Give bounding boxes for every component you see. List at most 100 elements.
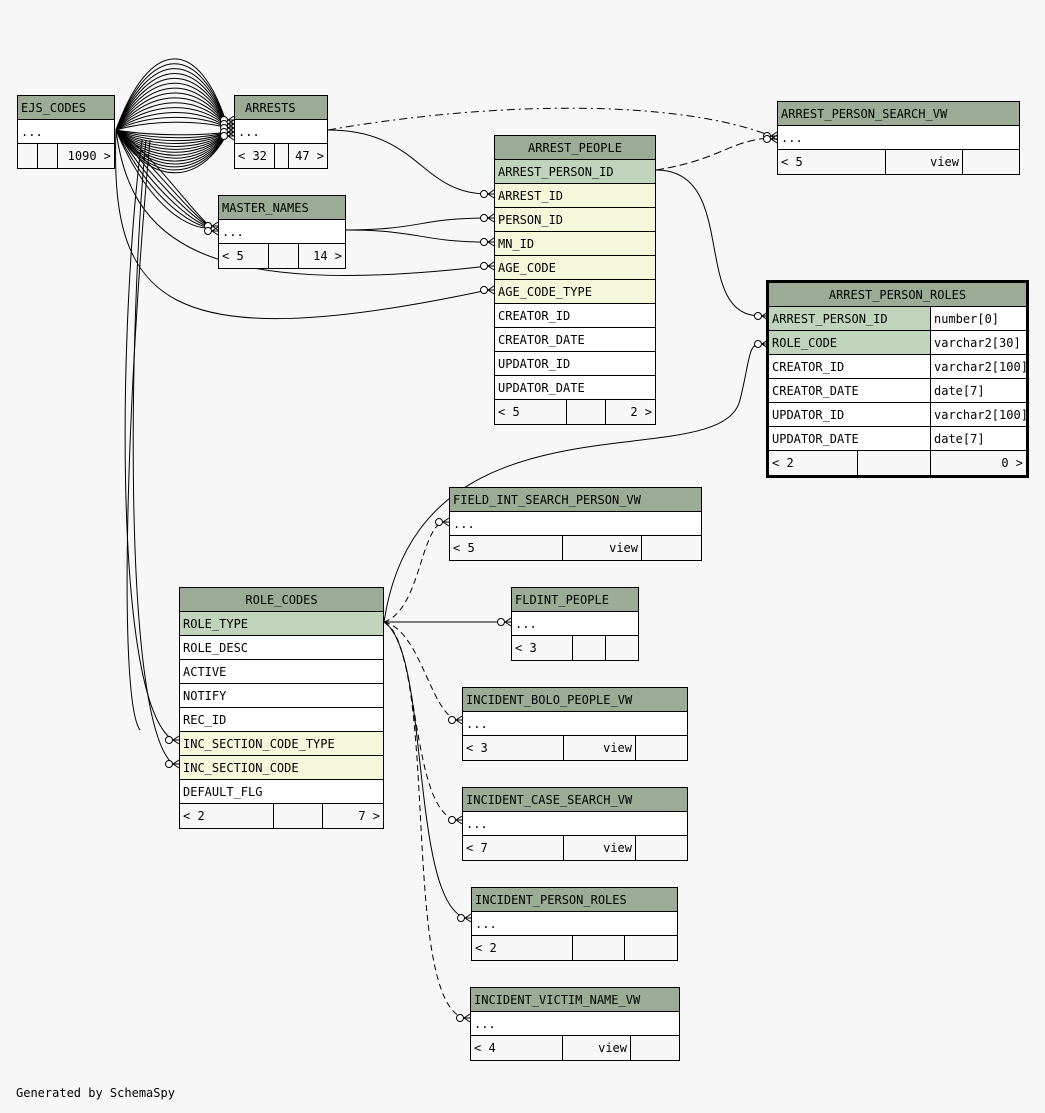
- footer-children[interactable]: 47 >: [295, 149, 324, 163]
- column-row[interactable]: ROLE_CODE varchar2[30]: [769, 331, 1026, 355]
- table-ellipsis: ...: [512, 612, 638, 636]
- column-row[interactable]: ROLE_DESC: [180, 636, 383, 660]
- column-row[interactable]: AGE_CODE: [495, 256, 655, 280]
- relationship-line: [115, 129, 213, 229]
- footer-parents[interactable]: [18, 144, 38, 168]
- relationship-line: [115, 129, 213, 229]
- column-row[interactable]: INC_SECTION_CODE: [180, 756, 383, 780]
- table-header[interactable]: FLDINT_PEOPLE: [512, 588, 638, 612]
- table-incident-victim-name-vw[interactable]: INCIDENT_VICTIM_NAME_VW ... < 4 view: [470, 987, 680, 1061]
- footer-parents[interactable]: < 5: [495, 400, 567, 424]
- column-row[interactable]: CREATOR_ID: [495, 304, 655, 328]
- column-row[interactable]: UPDATOR_DATE: [495, 376, 655, 400]
- footer-parents[interactable]: < 2: [769, 451, 858, 475]
- table-footer: 1090 >: [18, 144, 114, 168]
- table-arrest-person-roles[interactable]: ARREST_PERSON_ROLES ARREST_PERSON_ID num…: [766, 280, 1029, 478]
- table-master-names[interactable]: MASTER_NAMES ... < 5 14 >: [218, 195, 346, 269]
- column-row[interactable]: PERSON_ID: [495, 208, 655, 232]
- table-header[interactable]: ARRESTS: [235, 96, 327, 120]
- table-header[interactable]: ROLE_CODES: [180, 588, 383, 612]
- column-row[interactable]: INC_SECTION_CODE_TYPE: [180, 732, 383, 756]
- table-header[interactable]: ARREST_PERSON_ROLES: [769, 283, 1026, 307]
- column-row[interactable]: DEFAULT_FLG: [180, 780, 383, 804]
- footer-parents[interactable]: < 5: [778, 150, 886, 174]
- footer-mid: [275, 144, 289, 168]
- table-incident-case-search-vw[interactable]: INCIDENT_CASE_SEARCH_VW ... < 7 view: [462, 787, 688, 861]
- footer-view-label: view: [563, 536, 642, 560]
- relationship-line: [115, 129, 229, 144]
- table-ellipsis: ...: [472, 912, 677, 936]
- footer-parents[interactable]: < 3: [512, 636, 573, 660]
- table-header[interactable]: INCIDENT_PERSON_ROLES: [472, 888, 677, 912]
- relationship-line: [115, 129, 229, 159]
- table-footer: < 5 2 >: [495, 400, 655, 424]
- table-header[interactable]: EJS_CODES: [18, 96, 114, 120]
- column-row[interactable]: CREATOR_DATE date[7]: [769, 379, 1026, 403]
- relationship-line: [115, 102, 229, 131]
- table-footer: < 3: [512, 636, 638, 660]
- column-row[interactable]: UPDATOR_DATE date[7]: [769, 427, 1026, 451]
- table-footer: < 32 47 >: [235, 144, 327, 168]
- column-row[interactable]: CREATOR_DATE: [495, 328, 655, 352]
- table-header[interactable]: ARREST_PERSON_SEARCH_VW: [778, 102, 1019, 126]
- table-incident-bolo-people-vw[interactable]: INCIDENT_BOLO_PEOPLE_VW ... < 3 view: [462, 687, 688, 761]
- footer-children[interactable]: 0 >: [1001, 456, 1023, 470]
- footer-children[interactable]: 1090 >: [67, 149, 111, 163]
- footer-parents[interactable]: < 5: [450, 536, 563, 560]
- table-incident-person-roles[interactable]: INCIDENT_PERSON_ROLES ... < 2: [471, 887, 678, 961]
- column-row[interactable]: REC_ID: [180, 708, 383, 732]
- table-fldint-people[interactable]: FLDINT_PEOPLE ... < 3: [511, 587, 639, 661]
- footer-parents[interactable]: < 4: [471, 1036, 563, 1060]
- relationship-line: [115, 129, 229, 147]
- relationship-line: [115, 73, 229, 131]
- footer-children[interactable]: 7 >: [358, 809, 380, 823]
- crows-foot-marker: [480, 213, 495, 223]
- column-row[interactable]: ARREST_ID: [495, 184, 655, 208]
- crows-foot-marker: [457, 913, 472, 923]
- footer-children[interactable]: 2 >: [630, 405, 652, 419]
- footer-parents[interactable]: < 5: [219, 244, 269, 268]
- footer-parents[interactable]: < 2: [180, 804, 274, 828]
- footer-children[interactable]: 14 >: [313, 249, 342, 263]
- footer-parents[interactable]: < 3: [463, 736, 564, 760]
- column-row[interactable]: ACTIVE: [180, 660, 383, 684]
- table-header[interactable]: ARREST_PEOPLE: [495, 136, 655, 160]
- crows-foot-marker: [448, 715, 463, 725]
- table-ejs-codes[interactable]: EJS_CODES ... 1090 >: [17, 95, 115, 169]
- footer-parents[interactable]: < 2: [472, 936, 573, 960]
- column-row[interactable]: UPDATOR_ID: [495, 352, 655, 376]
- column-type: date[7]: [934, 384, 985, 398]
- relationship-line: [115, 129, 489, 320]
- table-footer: < 7 view: [463, 836, 687, 860]
- column-row[interactable]: NOTIFY: [180, 684, 383, 708]
- table-arrest-people[interactable]: ARREST_PEOPLE ARREST_PERSON_ID ARREST_ID…: [494, 135, 656, 425]
- table-footer: < 5 view: [450, 536, 701, 560]
- footer-parents[interactable]: < 32: [235, 144, 275, 168]
- relationship-line: [115, 58, 229, 131]
- table-header[interactable]: FIELD_INT_SEARCH_PERSON_VW: [450, 488, 701, 512]
- column-row[interactable]: AGE_CODE_TYPE: [495, 280, 655, 304]
- footer-parents[interactable]: < 7: [463, 836, 564, 860]
- table-header[interactable]: MASTER_NAMES: [219, 196, 345, 220]
- column-row[interactable]: ARREST_PERSON_ID: [495, 160, 655, 184]
- column-row[interactable]: MN_ID: [495, 232, 655, 256]
- table-role-codes[interactable]: ROLE_CODES ROLE_TYPE ROLE_DESC ACTIVE NO…: [179, 587, 384, 829]
- footer-children: [642, 536, 701, 560]
- table-field-int-search-person-vw[interactable]: FIELD_INT_SEARCH_PERSON_VW ... < 5 view: [449, 487, 702, 561]
- column-row[interactable]: ARREST_PERSON_ID number[0]: [769, 307, 1026, 331]
- crows-foot-marker: [204, 226, 219, 236]
- table-header[interactable]: INCIDENT_CASE_SEARCH_VW: [463, 788, 687, 812]
- column-row[interactable]: UPDATOR_ID varchar2[100]: [769, 403, 1026, 427]
- column-row[interactable]: CREATOR_ID varchar2[100]: [769, 355, 1026, 379]
- table-arrest-person-search-vw[interactable]: ARREST_PERSON_SEARCH_VW ... < 5 view: [777, 101, 1020, 175]
- footer-mid: [38, 144, 58, 168]
- column-type: date[7]: [934, 432, 985, 446]
- table-header[interactable]: INCIDENT_BOLO_PEOPLE_VW: [463, 688, 687, 712]
- relationship-line: [115, 129, 229, 156]
- column-name: UPDATOR_DATE: [769, 427, 931, 450]
- table-header[interactable]: INCIDENT_VICTIM_NAME_VW: [471, 988, 679, 1012]
- crows-foot-marker: [480, 261, 495, 271]
- column-row[interactable]: ROLE_TYPE: [180, 612, 383, 636]
- crows-foot-marker: [480, 189, 495, 199]
- table-arrests[interactable]: ARRESTS ... < 32 47 >: [234, 95, 328, 169]
